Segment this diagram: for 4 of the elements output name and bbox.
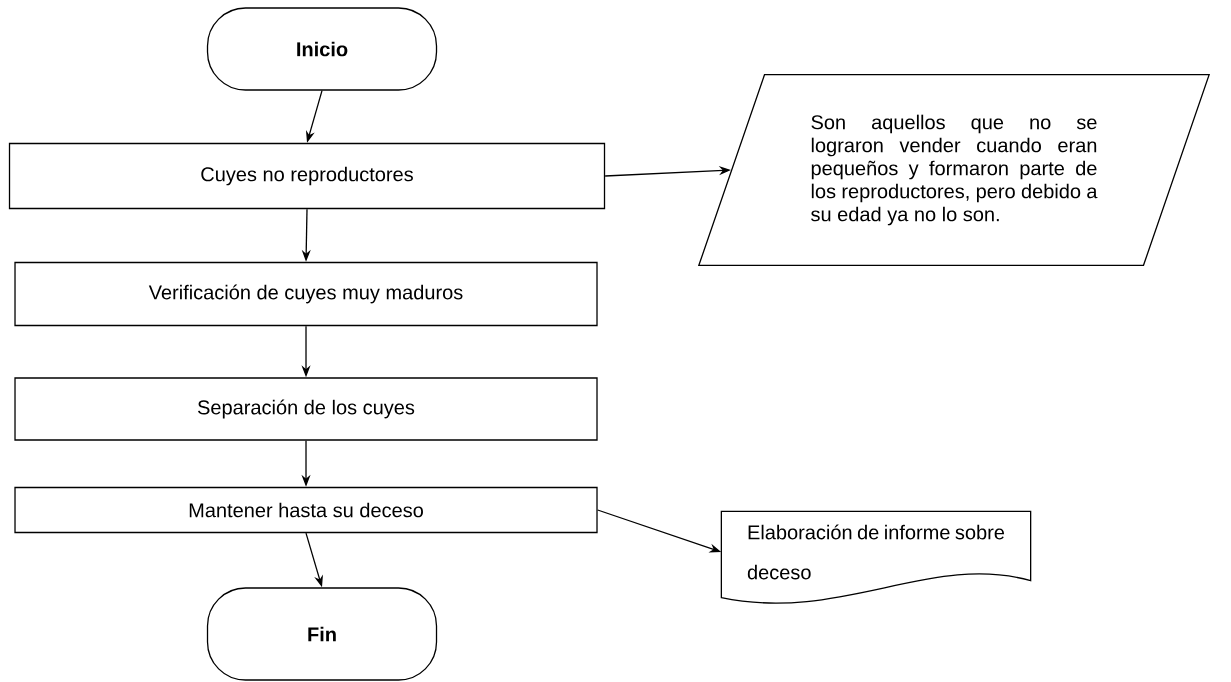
process-box: Verificación de cuyes muy maduros xyxy=(14,261,598,327)
process-box: Mantener hasta su deceso xyxy=(14,486,598,534)
process-box: Separación de los cuyes xyxy=(14,377,598,441)
process-box: Cuyes no reproductores xyxy=(8,142,606,210)
